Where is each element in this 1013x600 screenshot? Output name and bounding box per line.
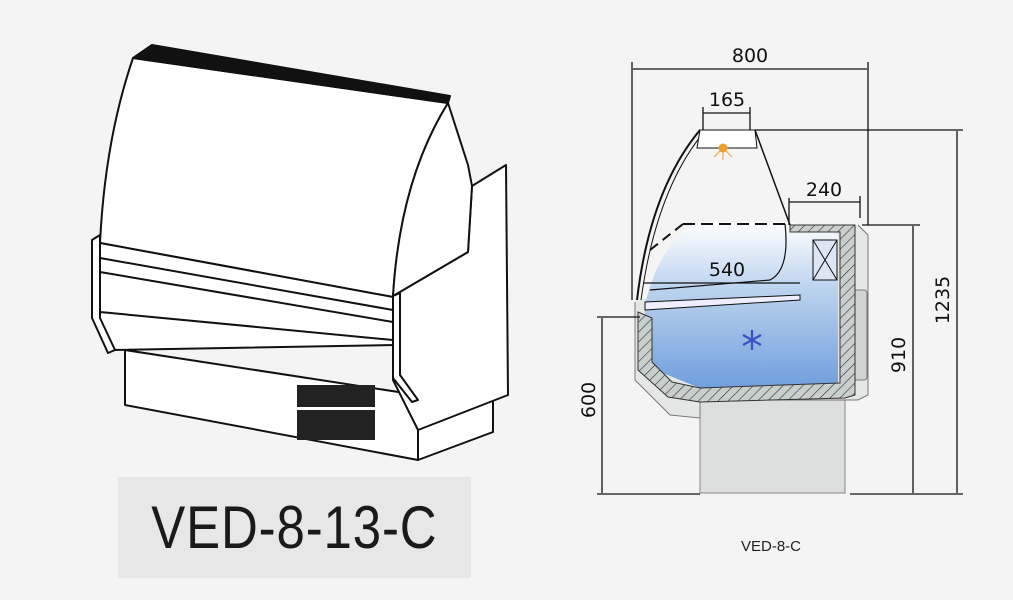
vent-grille <box>297 385 375 440</box>
dim-display-depth: 540 <box>709 259 745 281</box>
dim-overall-height: 1235 <box>932 276 954 324</box>
right-end-cap <box>392 292 419 403</box>
dim-counter-height: 910 <box>888 337 910 373</box>
dim-floor-height: 600 <box>578 382 600 418</box>
insulated-tub <box>637 224 856 403</box>
section-caption: VED-8-C <box>740 538 801 555</box>
model-label-box: VED-8-13-C <box>118 477 471 578</box>
sun-icon <box>713 143 733 160</box>
snowflake-icon <box>742 330 762 350</box>
model-name: VED-8-13-C <box>151 494 438 561</box>
canopy <box>696 129 758 149</box>
dim-rear-shelf: 240 <box>806 179 842 201</box>
dim-overall-depth: 800 <box>732 45 768 67</box>
curved-glass <box>636 129 701 301</box>
left-end-cap <box>91 234 116 354</box>
display-tray <box>644 294 801 311</box>
base-cabinet <box>699 394 846 494</box>
top-band <box>132 44 451 104</box>
display-well <box>645 222 838 388</box>
dim-canopy-width: 165 <box>709 89 745 111</box>
hood-side <box>392 102 473 297</box>
